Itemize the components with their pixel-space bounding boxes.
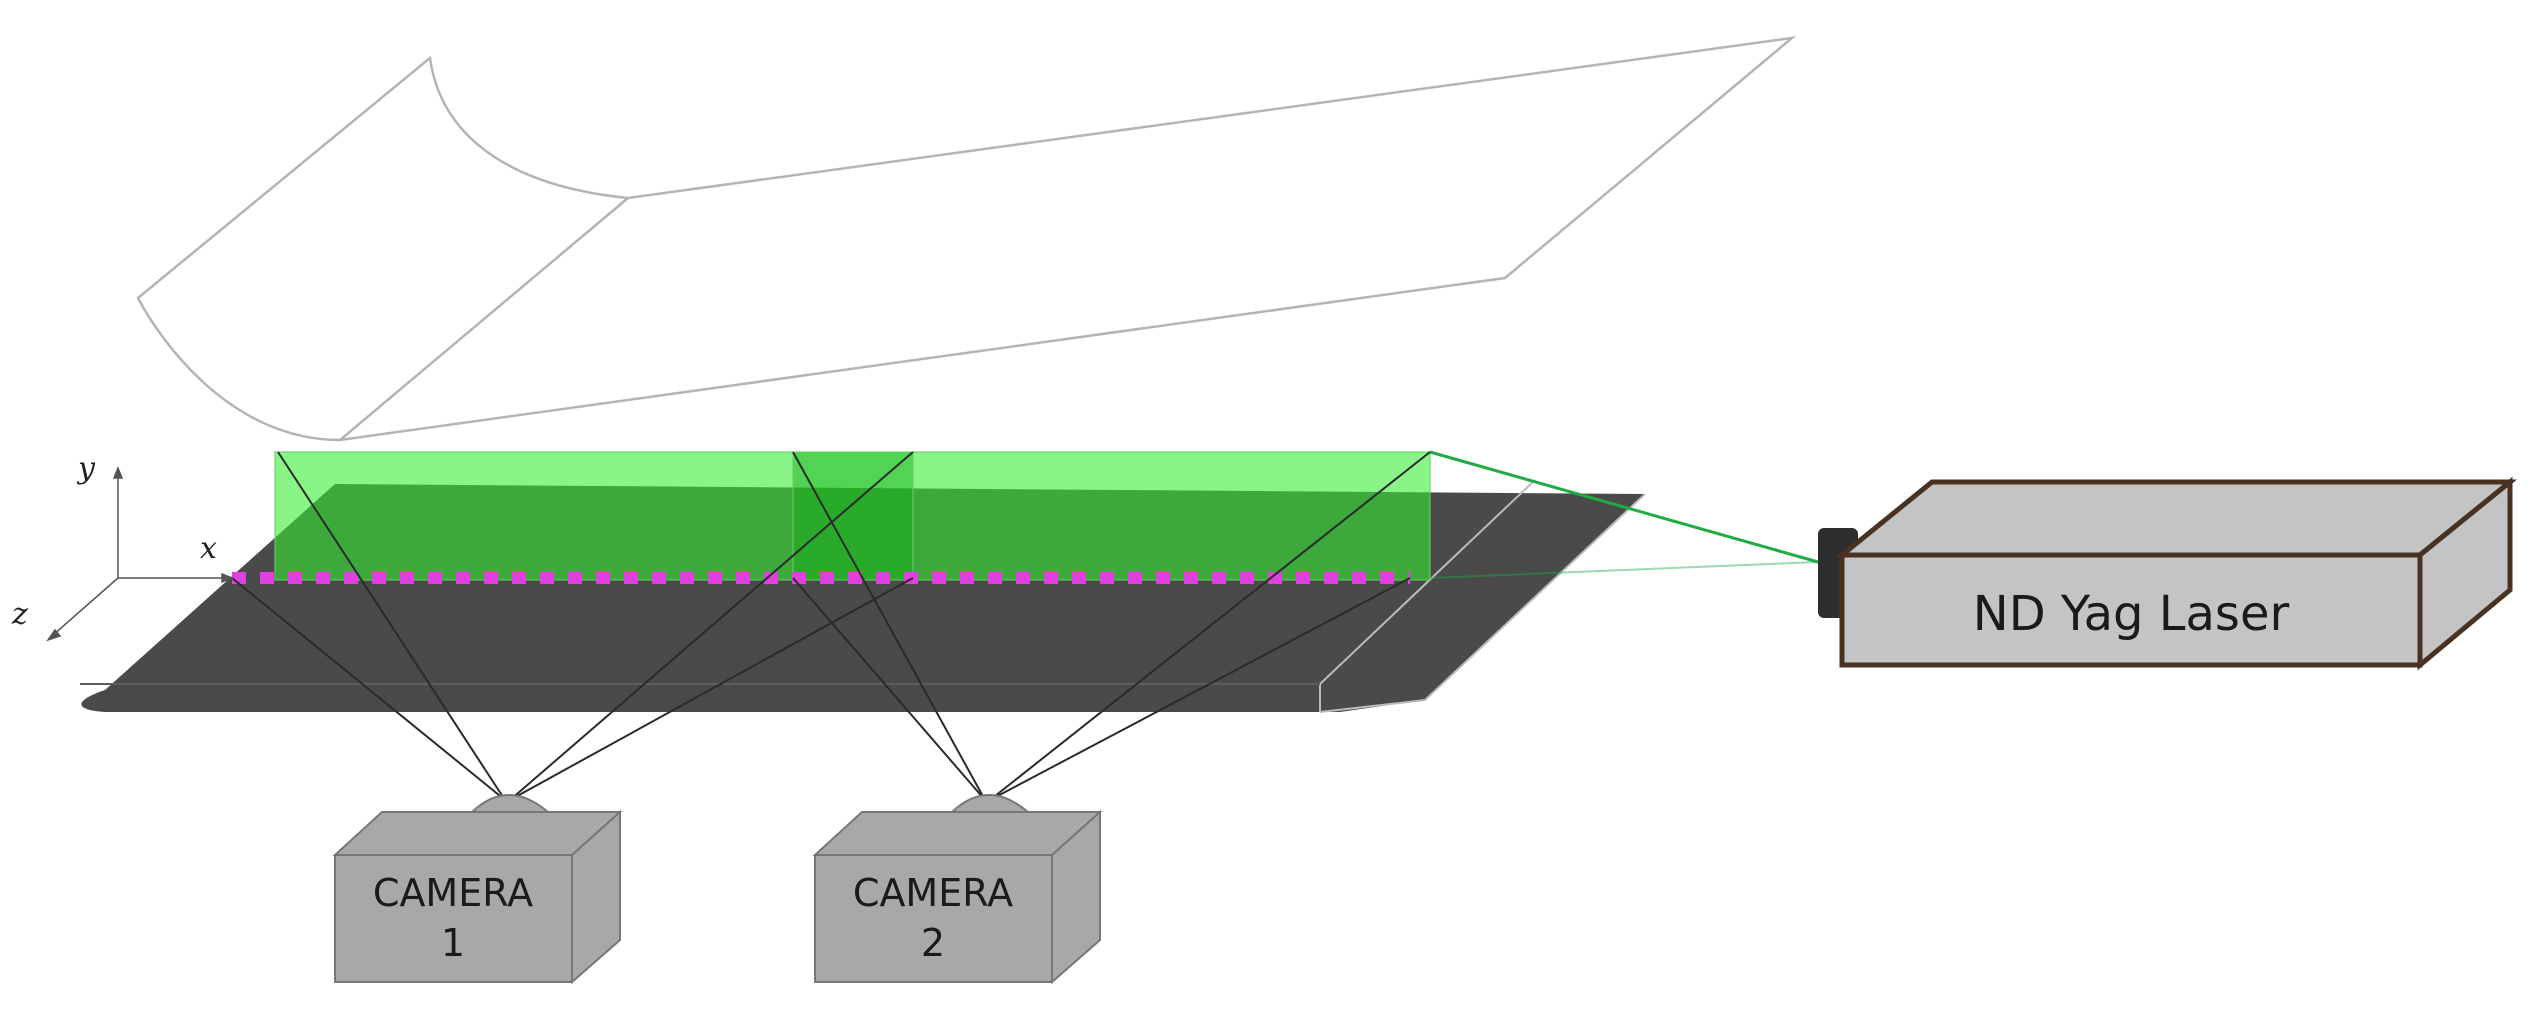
camera-1-label-line1: CAMERA — [373, 871, 533, 915]
camera-2-label-line1: CAMERA — [853, 871, 1013, 915]
camera-2-label-line2: 2 — [921, 921, 945, 965]
upper-surface-outline — [136, 36, 1797, 442]
x-axis-label: x — [200, 531, 217, 566]
y-axis-label: y — [76, 451, 96, 486]
camera-1-field-of-view — [231, 451, 914, 801]
laser-beam — [1429, 450, 1819, 579]
z-axis-label: z — [11, 597, 28, 632]
camera-1: CAMERA 1 — [332, 794, 623, 985]
camera-2: CAMERA 2 — [812, 794, 1103, 985]
coordinate-axes — [46, 465, 235, 642]
camera-1-label-line2: 1 — [441, 921, 465, 965]
laser-label: ND Yag Laser — [1973, 586, 2290, 642]
camera-2-field-of-view — [792, 451, 1431, 801]
nd-yag-laser: ND Yag Laser — [1818, 476, 2518, 671]
